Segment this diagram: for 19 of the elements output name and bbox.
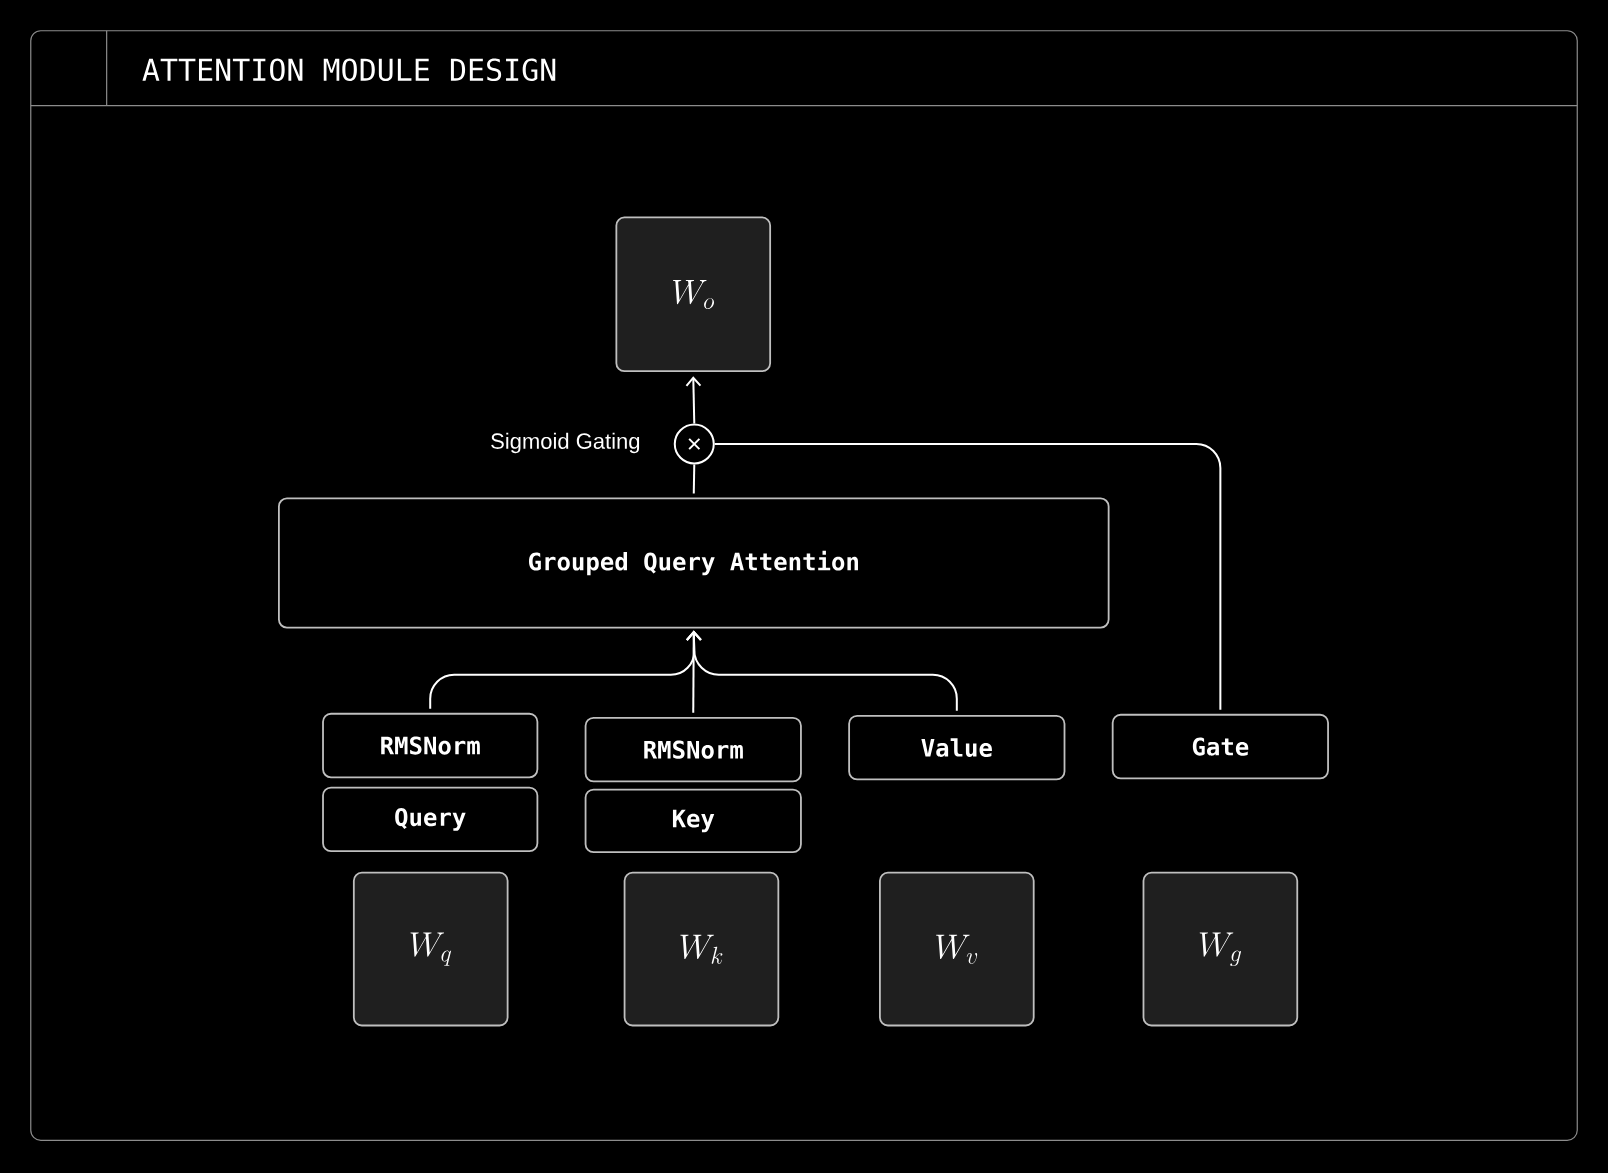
connector-line (692, 463, 696, 495)
process-box: Grouped Query Attention (278, 497, 1110, 629)
arrow (686, 630, 958, 712)
weight-matrix-box: $W_q$ (352, 871, 509, 1027)
weight-matrix-box: $W_o$ (615, 216, 772, 373)
multiply-circle (673, 423, 715, 465)
arrow (685, 376, 702, 425)
node-caption: Sigmoid Gating (491, 432, 640, 454)
title: ATTENTION MODULE DESIGN (142, 58, 556, 81)
weight-matrix-box: $W_g$ (1142, 871, 1299, 1027)
process-box: RMSNorm (322, 712, 539, 779)
process-box: Value (848, 714, 1066, 781)
process-box: RMSNorm (584, 716, 802, 783)
process-box: Key (584, 788, 802, 854)
weight-matrix-box: $W_v$ (879, 871, 1035, 1027)
weight-matrix-box: $W_k$ (623, 871, 780, 1027)
process-box: Query (322, 786, 539, 852)
connector-line (713, 442, 1222, 711)
process-box: Gate (1111, 713, 1329, 780)
